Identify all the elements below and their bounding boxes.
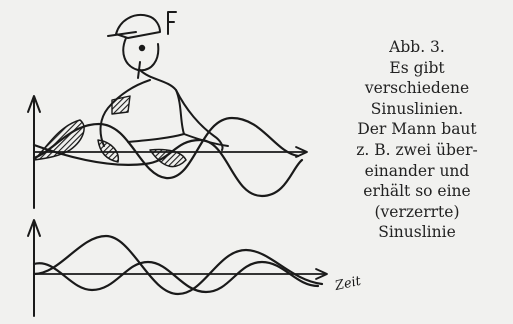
hatched-area-left: [33, 119, 85, 161]
time-axis-label: Zeit: [333, 274, 363, 294]
hatched-area-right: [149, 148, 187, 168]
upper-sine-wave-2: [32, 138, 304, 198]
caption-line: erhält so eine: [363, 182, 471, 201]
man-head: [122, 37, 160, 72]
lower-axis-arrowhead: [315, 268, 328, 280]
man-body: [139, 69, 185, 135]
upper-axis-arrow: [27, 95, 41, 113]
caption-line: Es gibt: [389, 58, 445, 77]
lower-sine-wave-1: [32, 234, 324, 296]
caption-line: Der Mann baut: [357, 120, 477, 139]
man-sleeve: [111, 95, 131, 115]
lower-sine-wave-2: [32, 260, 320, 294]
man-eye: [138, 44, 146, 52]
upper-axis-arrowhead: [295, 146, 308, 158]
lower-axis-arrow: [27, 219, 41, 237]
caption-line: z. B. zwei über-: [356, 140, 478, 159]
figure-caption: Abb. 3. Es gibt verschiedene Sinuslinien…: [322, 37, 512, 243]
man-arm-right: [175, 89, 224, 151]
caption-line: Sinuslinien.: [370, 99, 464, 118]
caption-line: Abb. 3.: [389, 38, 445, 56]
man-hat: [115, 14, 161, 39]
caption-line: (verzerrte): [374, 202, 460, 221]
hat-badge: [167, 11, 177, 35]
hatched-area-middle: [97, 139, 120, 163]
caption-line: einander und: [364, 161, 470, 180]
man-leg-right: [183, 133, 229, 147]
caption-line: verschiedene: [364, 79, 470, 98]
upper-diagram: [27, 95, 308, 209]
man-arm-left: [99, 79, 151, 147]
caption-line: Sinuslinie: [378, 223, 456, 242]
man-leg-left: [127, 133, 185, 143]
hat-brim: [107, 31, 137, 37]
cartoon-man: [99, 11, 229, 151]
lower-diagram: [27, 219, 328, 317]
